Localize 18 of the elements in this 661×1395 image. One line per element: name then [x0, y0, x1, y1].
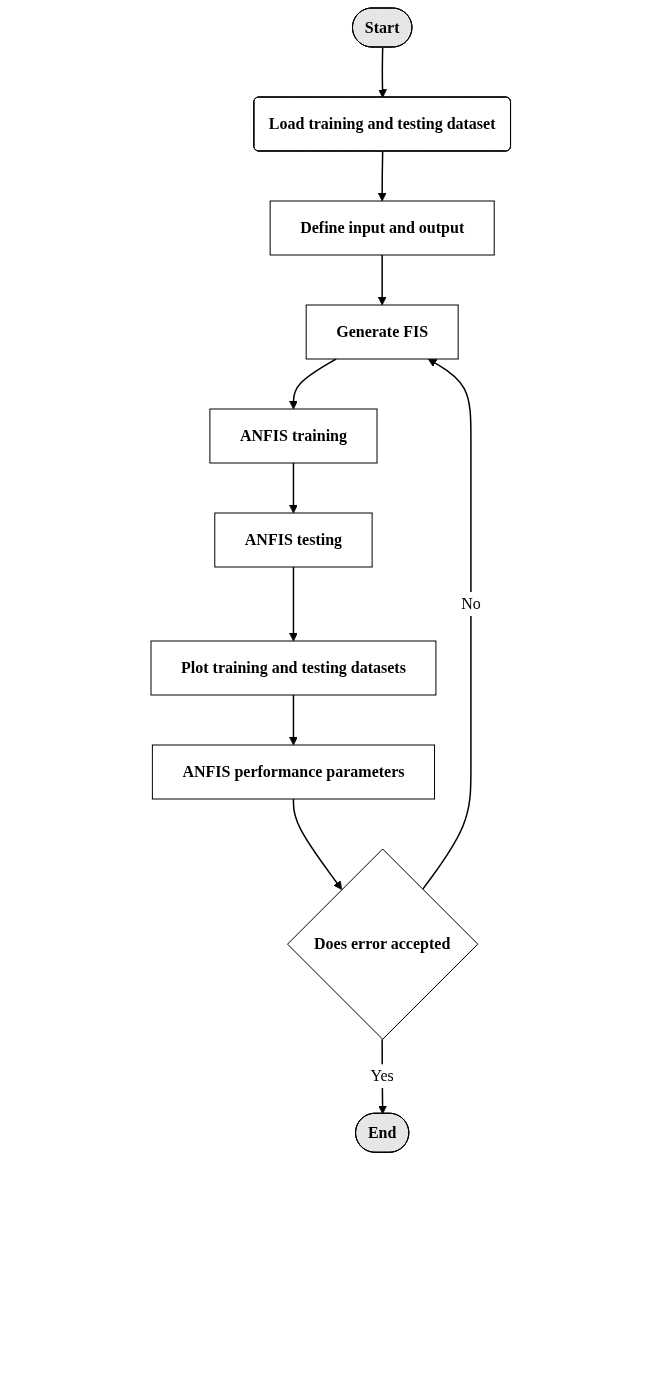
- node-box: Generate FIS: [305, 304, 459, 360]
- arrow: [421, 358, 472, 891]
- node-box: ANFIS training: [209, 408, 378, 464]
- node-diamond: Does error accepted: [286, 848, 479, 1040]
- arrow: [377, 150, 387, 202]
- arrow: [288, 462, 298, 514]
- node-box: ANFIS performance parameters: [151, 744, 435, 800]
- arrow: [288, 358, 337, 410]
- arrow: [377, 254, 387, 306]
- arrow: [377, 46, 387, 98]
- arrow: [288, 566, 298, 642]
- node-box: ANFIS testing: [214, 512, 373, 568]
- arrow: [288, 694, 298, 746]
- arrow: [292, 798, 342, 890]
- edge-label: Yes: [370, 1067, 394, 1085]
- node-box: Define input and output: [269, 200, 495, 256]
- node-box: Plot training and testing datasets: [150, 640, 437, 696]
- edge-label: No: [460, 595, 481, 612]
